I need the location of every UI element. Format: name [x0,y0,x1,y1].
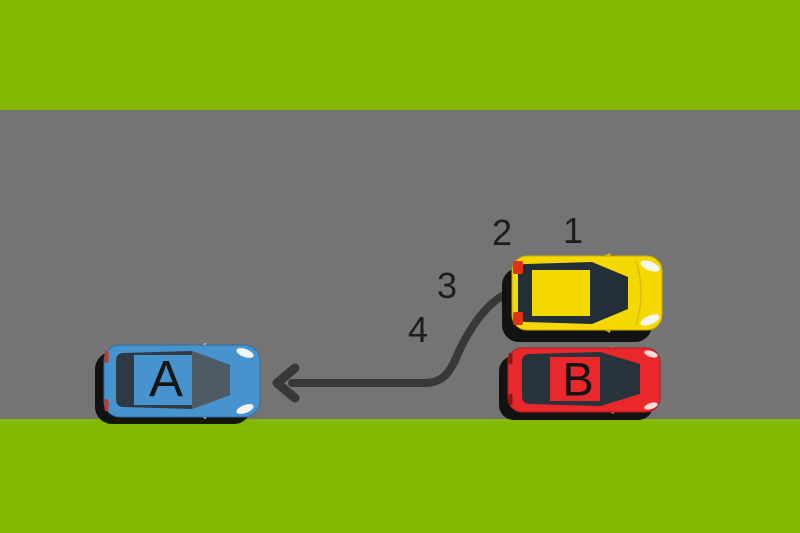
headlight-icon [644,402,658,410]
car-roof [550,357,600,401]
car-roof [134,355,192,405]
car-a-label: A [148,350,184,408]
headlight-icon [644,350,658,358]
maneuver-car-yellow [498,252,668,346]
car-roof [532,270,590,316]
car-b-red [494,346,670,430]
headlight-icon [236,348,254,358]
grass-verge-bottom [0,419,800,533]
car-a-blue [90,343,266,435]
step-number-2: 2 [491,212,513,253]
grass-verge-top [0,0,800,110]
hood-crease [635,260,642,326]
taillight-icon [513,261,523,274]
step-number-3: 3 [436,265,458,306]
taillight-icon [104,351,109,363]
windshield [192,351,230,409]
step-number-1: 1 [562,210,584,251]
taillight-icon [513,312,523,325]
taillight-icon [104,399,109,411]
headlight-icon [640,314,660,326]
headlight-icon [640,260,660,272]
taillight-icon [508,394,513,405]
step-number-4: 4 [407,309,429,350]
taillight-icon [508,353,513,364]
headlight-icon [236,404,254,414]
car-b-label: B [562,352,594,406]
